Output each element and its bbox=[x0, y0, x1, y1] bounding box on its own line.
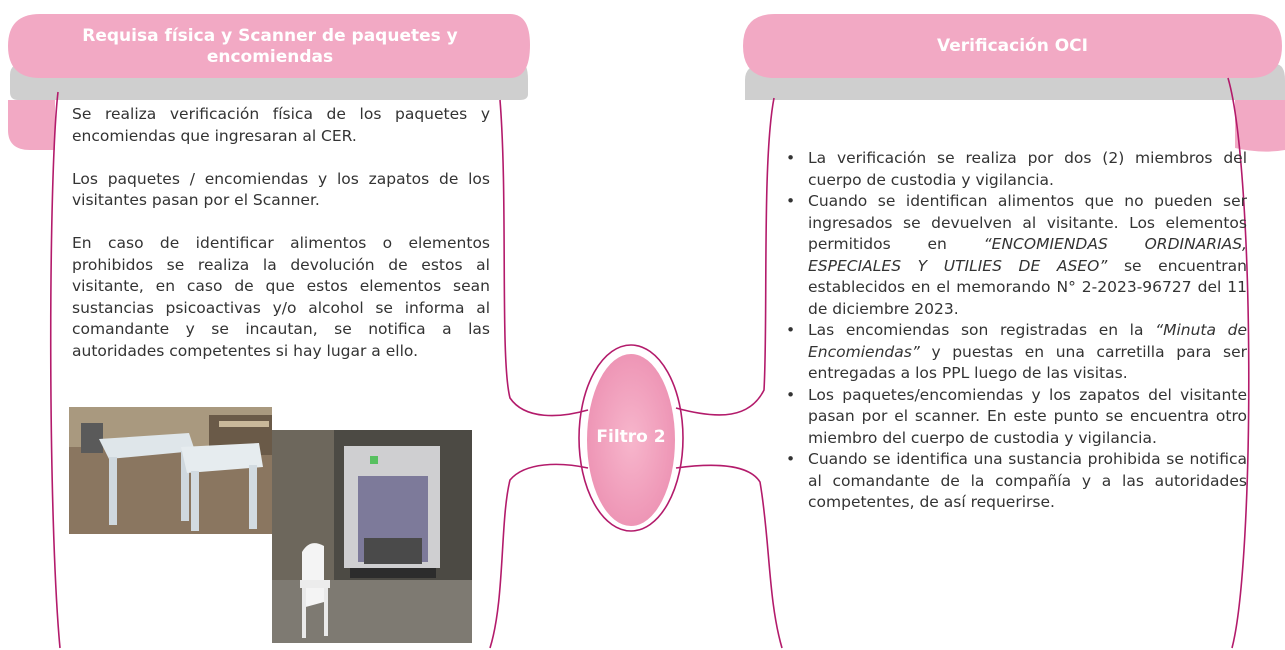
tables-photo bbox=[69, 407, 272, 534]
right-bullet-3-start: Las encomiendas son registradas en la bbox=[808, 321, 1156, 339]
right-bullet-2: Cuando se identifican alimentos que no p… bbox=[786, 191, 1247, 320]
right-bullet-2-end: se encuentran establecidos en el memoran… bbox=[808, 256, 1247, 318]
right-bullet-2-emphasis: “ENCOMIENDAS ORDINARIAS, ESPECIALES Y UT… bbox=[808, 235, 1247, 275]
right-panel-title: Verificación OCI bbox=[745, 16, 1280, 78]
right-bullet-list: La verificación se realiza por dos (2) m… bbox=[782, 148, 1247, 514]
right-bullet-5: Cuando se identifica una sustancia prohi… bbox=[786, 449, 1247, 514]
left-ribbon-shape bbox=[8, 14, 530, 150]
left-panel-body: Se realiza verificación física de los pa… bbox=[72, 104, 490, 384]
right-panel-body: La verificación se realiza por dos (2) m… bbox=[782, 148, 1247, 514]
right-ribbon-shape bbox=[743, 14, 1285, 152]
center-filter-label: Filtro 2 bbox=[596, 427, 666, 447]
left-panel-title: Requisa física y Scanner de paquetes y e… bbox=[30, 16, 510, 78]
left-panel-outline bbox=[49, 91, 589, 649]
right-bullet-1: La verificación se realiza por dos (2) m… bbox=[786, 148, 1247, 191]
scanner-photo bbox=[272, 430, 472, 643]
right-bullet-4-text: Los paquetes/encomiendas y los zapatos d… bbox=[808, 385, 1247, 447]
left-paragraph-1: Se realiza verificación física de los pa… bbox=[72, 105, 490, 145]
center-filter-ellipse bbox=[587, 354, 675, 526]
left-paragraph-3: En caso de identificar alimentos o eleme… bbox=[72, 234, 490, 360]
right-panel-title-text: Verificación OCI bbox=[937, 36, 1088, 57]
right-bullet-3-end: y puestas en una carretilla para ser ent… bbox=[808, 342, 1247, 383]
right-bullet-3-emphasis: “Minuta de Encomiendas” bbox=[808, 321, 1247, 361]
right-bullet-5-text: Cuando se identifica una sustancia prohi… bbox=[808, 450, 1247, 511]
right-bullet-3: Las encomiendas son registradas en la “M… bbox=[786, 320, 1247, 385]
left-paragraph-2: Los paquetes / encomiendas y los zapatos… bbox=[72, 169, 490, 210]
right-panel-bottom-connector bbox=[675, 464, 783, 649]
right-bullet-2-start: Cuando se identifican alimentos que no p… bbox=[808, 192, 1247, 253]
right-bullet-4: Los paquetes/encomiendas y los zapatos d… bbox=[786, 385, 1247, 450]
right-panel-outline bbox=[675, 77, 1250, 649]
right-bullet-1-text: La verificación se realiza por dos (2) m… bbox=[808, 149, 1247, 189]
left-panel-bottom-connector bbox=[489, 463, 589, 649]
left-panel-title-text: Requisa física y Scanner de paquetes y e… bbox=[82, 25, 458, 67]
center-filter-ellipse-outer bbox=[578, 344, 684, 532]
